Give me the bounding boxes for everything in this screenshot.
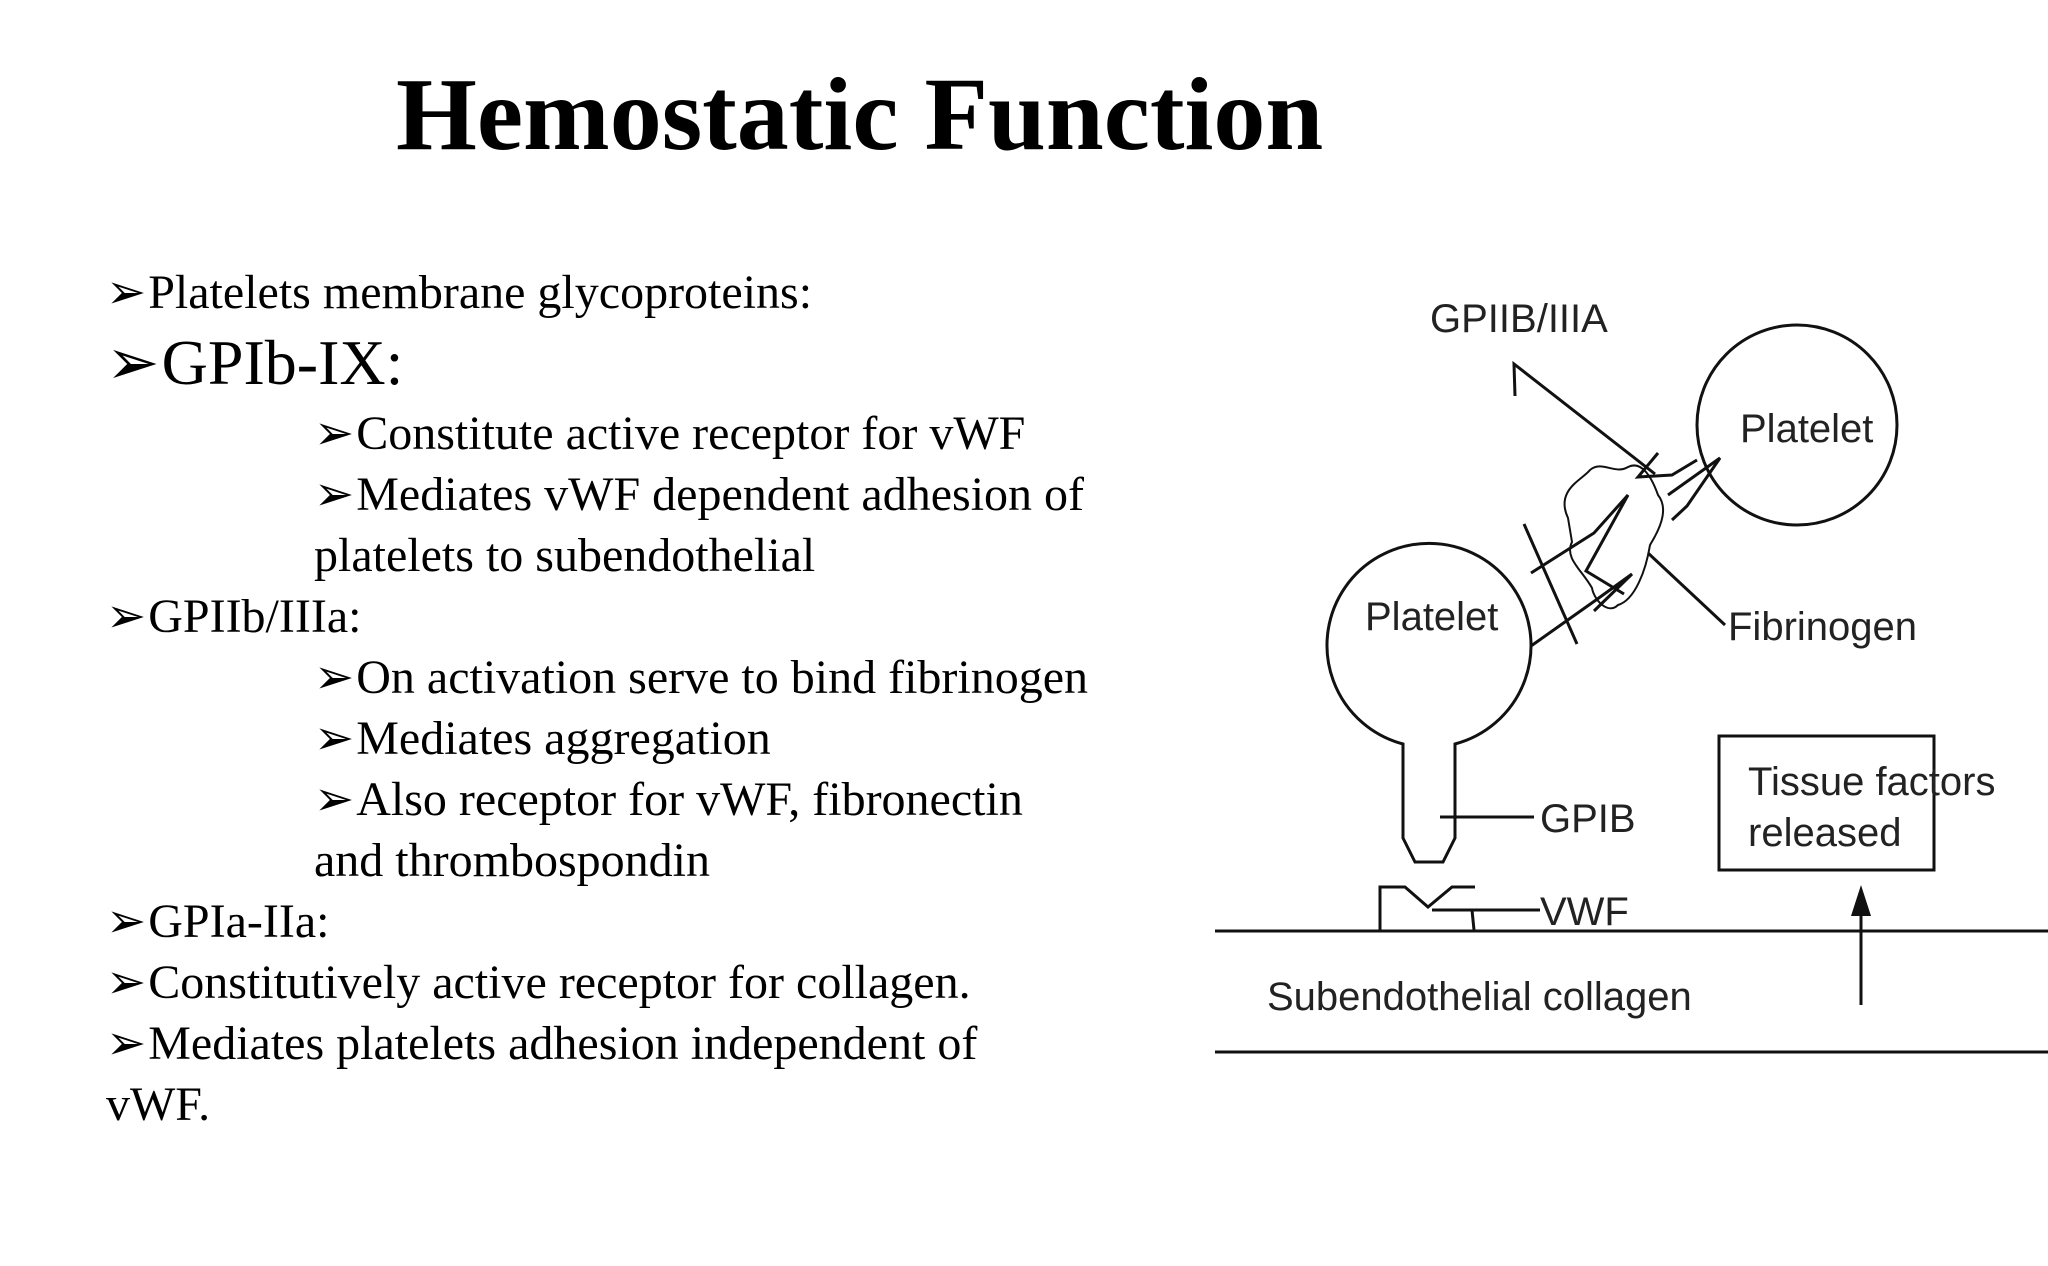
diagram-canvas: GPIIB/IIIA Platelet Platelet Fibrinogen … xyxy=(1215,297,2048,1054)
label-subendothelial-collagen: Subendothelial collagen xyxy=(1267,975,1692,1019)
arrow-bullet-icon: ➢ xyxy=(106,1017,147,1070)
label-gpiib-iiia: GPIIB/IIIA xyxy=(1430,297,1608,341)
platelet-top-circle xyxy=(1695,323,1899,527)
bullet-item: ➢Platelets membrane glycoproteins: xyxy=(106,262,1226,323)
bullet-continuation: and thrombospondin xyxy=(314,834,710,887)
sub-bullet-item: ➢Also receptor for vWF, fibronectin xyxy=(106,769,1226,830)
bullet-text: Constitutively active receptor for colla… xyxy=(148,956,971,1009)
arrow-bullet-icon: ➢ xyxy=(106,895,147,948)
platelet-left-shape xyxy=(1325,541,1533,864)
label-platelet-top: Platelet xyxy=(1740,407,1873,451)
label-platelet-left: Platelet xyxy=(1365,595,1498,639)
bullet-text: GPIb-IX: xyxy=(161,327,404,398)
receptor-left-upper xyxy=(1530,493,1630,596)
gpiib-pointer-line xyxy=(1522,523,1579,645)
bullet-item: ➢Mediates platelets adhesion independent… xyxy=(106,1013,1226,1074)
bullet-continuation: vWF. xyxy=(106,1078,211,1131)
vwf-shape xyxy=(1378,885,1475,930)
gpiib-triangle xyxy=(1512,360,1656,476)
sub-bullet-item: ➢Mediates vWF dependent adhesion of xyxy=(106,464,1226,525)
label-fibrinogen: Fibrinogen xyxy=(1728,605,1917,649)
arrow-bullet-icon: ➢ xyxy=(106,266,147,319)
fibrinogen-blob xyxy=(1563,464,1664,610)
bullet-text: Also receptor for vWF, fibronectin xyxy=(356,773,1023,826)
bullet-text: Mediates aggregation xyxy=(356,712,771,765)
arrow-bullet-icon: ➢ xyxy=(106,590,147,643)
arrow-bullet-icon: ➢ xyxy=(106,956,147,1009)
fibrinogen-pointer-line xyxy=(1646,551,1727,627)
receptor-right-upper xyxy=(1634,452,1698,479)
bullet-item: ➢GPIIb/IIIa: xyxy=(106,586,1226,647)
arrow-bullet-icon: ➢ xyxy=(106,327,160,398)
bullet-text: Constitute active receptor for vWF xyxy=(356,407,1026,460)
bullet-item: ➢GPIa-IIa: xyxy=(106,891,1226,952)
arrow-bullet-icon: ➢ xyxy=(314,712,355,765)
arrow-bullet-icon: ➢ xyxy=(314,651,355,704)
platelet-adhesion-diagram: GPIIB/IIIA Platelet Platelet Fibrinogen … xyxy=(1210,270,2048,1070)
tissue-factor-arrow-head xyxy=(1851,885,1871,916)
bullet-item-heading: ➢GPIb-IX: xyxy=(106,323,1226,403)
arrow-bullet-icon: ➢ xyxy=(314,468,355,521)
bullet-continuation: platelets to subendothelial xyxy=(314,529,816,582)
tissue-factors-box xyxy=(1717,734,1936,872)
bullet-text: GPIa-IIa: xyxy=(148,895,330,948)
bullet-text: Platelets membrane glycoproteins: xyxy=(148,266,813,319)
label-vwf: VWF xyxy=(1540,890,1629,934)
slide-title: Hemostatic Function xyxy=(396,57,1324,172)
arrow-bullet-icon: ➢ xyxy=(314,407,355,460)
sub-bullet-item: ➢Constitute active receptor for vWF xyxy=(106,403,1226,464)
label-tissue-factors: Tissue factors xyxy=(1748,760,1995,804)
receptor-right-lower xyxy=(1667,456,1722,522)
bullet-item: ➢Constitutively active receptor for coll… xyxy=(106,952,1226,1013)
sub-bullet-item: ➢On activation serve to bind fibrinogen xyxy=(106,647,1226,708)
bullet-text: Mediates platelets adhesion independent … xyxy=(148,1017,978,1070)
receptor-left-lower xyxy=(1530,572,1634,648)
bullet-list: ➢Platelets membrane glycoproteins: ➢GPIb… xyxy=(106,262,1226,1135)
label-gpib: GPIB xyxy=(1540,797,1636,841)
bullet-text: On activation serve to bind fibrinogen xyxy=(356,651,1089,704)
vwf-tick xyxy=(1470,909,1476,931)
arrow-bullet-icon: ➢ xyxy=(314,773,355,826)
label-released: released xyxy=(1748,811,1901,855)
bullet-text: Mediates vWF dependent adhesion of xyxy=(356,468,1085,521)
sub-bullet-item: ➢Mediates aggregation xyxy=(106,708,1226,769)
bullet-text: GPIIb/IIIa: xyxy=(148,590,362,643)
